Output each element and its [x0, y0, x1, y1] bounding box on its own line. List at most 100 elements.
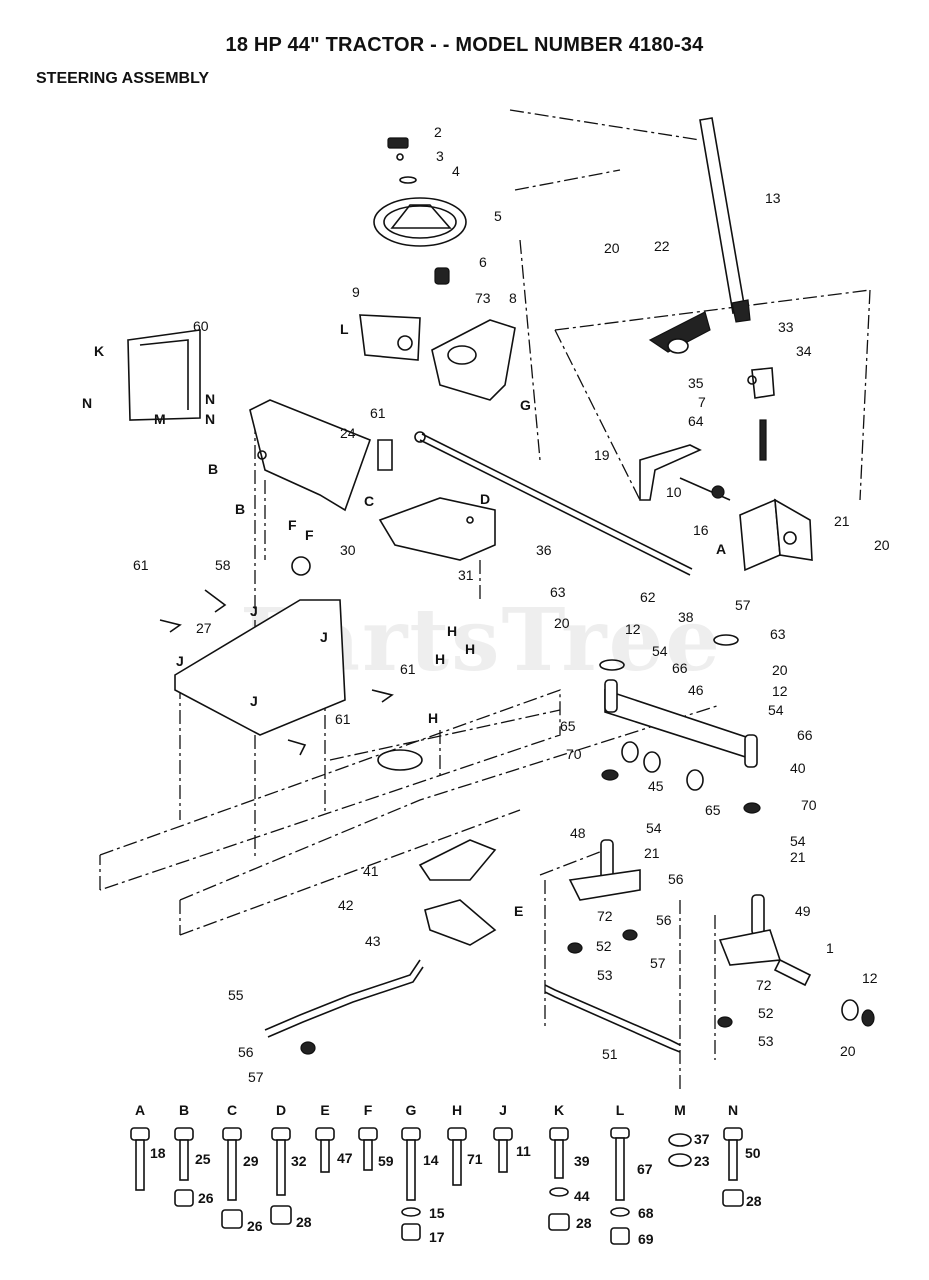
callout-63a: 63: [550, 584, 566, 600]
callout-46: 46: [688, 682, 704, 698]
callout-54b: 54: [768, 702, 784, 718]
letter-j-3: J: [176, 653, 184, 669]
callout-41: 41: [363, 863, 379, 879]
letter-l: L: [340, 321, 349, 337]
hw-d-part-1: 32: [291, 1153, 307, 1169]
drag-link: [414, 431, 693, 576]
callout-35: 35: [688, 375, 704, 391]
letter-e: E: [514, 903, 523, 919]
mounting-plate: [378, 497, 496, 561]
callout-5: 5: [494, 208, 502, 224]
hw-letter-b: B: [179, 1102, 189, 1118]
hw-c-part-1: 29: [243, 1153, 259, 1169]
hw-letter-m: M: [674, 1102, 686, 1118]
callout-1: 1: [826, 940, 834, 956]
callout-21a: 21: [834, 513, 850, 529]
hw-k-part-1: 39: [574, 1153, 590, 1169]
bolt-icons: [130, 1127, 744, 1245]
callout-66a: 66: [672, 660, 688, 676]
hw-g-part-3: 17: [429, 1229, 445, 1245]
callout-10: 10: [666, 484, 682, 500]
callout-2: 2: [434, 124, 442, 140]
tie-rod: [544, 984, 681, 1053]
callout-54a: 54: [652, 643, 668, 659]
callout-31: 31: [458, 567, 474, 583]
hw-letter-e: E: [320, 1102, 329, 1118]
callout-36: 36: [536, 542, 552, 558]
hw-n-part-2: 28: [746, 1193, 762, 1209]
foot-plate: [174, 556, 346, 736]
hw-letter-g: G: [406, 1102, 417, 1118]
callout-70a: 70: [566, 746, 582, 762]
pinion-bracket: [747, 367, 775, 461]
callout-3: 3: [436, 148, 444, 164]
callout-54c: 54: [646, 820, 662, 836]
letter-h-2: H: [465, 641, 475, 657]
hw-g-part-1: 14: [423, 1152, 439, 1168]
letter-n-right-2: N: [205, 411, 215, 427]
callout-21b: 21: [644, 845, 660, 861]
letter-n-left: N: [82, 395, 92, 411]
hw-l-part-2: 68: [638, 1205, 654, 1221]
callout-65a: 65: [560, 718, 576, 734]
callout-56c: 56: [238, 1044, 254, 1060]
callout-9: 9: [352, 284, 360, 300]
callout-52a: 52: [596, 938, 612, 954]
letter-f-2: F: [305, 527, 314, 543]
letter-b-1: B: [208, 461, 218, 477]
callout-20d: 20: [772, 662, 788, 678]
callout-57b: 57: [650, 955, 666, 971]
hw-f-part-1: 59: [378, 1153, 394, 1169]
hw-g-part-2: 15: [429, 1205, 445, 1221]
callout-61b: 61: [133, 557, 149, 573]
callout-43: 43: [365, 933, 381, 949]
letter-g: G: [520, 397, 531, 413]
callout-66b: 66: [797, 727, 813, 743]
callout-56b: 56: [656, 912, 672, 928]
hw-k-part-2: 44: [574, 1188, 590, 1204]
section-title: STEERING ASSEMBLY: [36, 70, 210, 87]
letter-a: A: [716, 541, 726, 557]
callout-62: 62: [640, 589, 656, 605]
hw-l-part-1: 67: [637, 1161, 653, 1177]
hw-d-part-2: 28: [296, 1214, 312, 1230]
callout-72a: 72: [597, 908, 613, 924]
hw-letter-c: C: [227, 1102, 237, 1118]
letter-h-1: H: [447, 623, 457, 639]
callout-38: 38: [678, 609, 694, 625]
hw-b-part-1: 25: [195, 1151, 211, 1167]
left-spindle: [568, 839, 641, 901]
callout-57c: 57: [248, 1069, 264, 1085]
callout-65b: 65: [705, 802, 721, 818]
callout-20b: 20: [874, 537, 890, 553]
letter-d: D: [480, 491, 490, 507]
callout-12b: 12: [772, 683, 788, 699]
callout-55: 55: [228, 987, 244, 1003]
hw-letter-d: D: [276, 1102, 286, 1118]
callout-48: 48: [570, 825, 586, 841]
right-spindle: [718, 894, 812, 987]
callout-34: 34: [796, 343, 812, 359]
hw-c-part-2: 26: [247, 1218, 263, 1234]
callout-16: 16: [693, 522, 709, 538]
callout-27: 27: [196, 620, 212, 636]
callout-12a: 12: [625, 621, 641, 637]
callout-22: 22: [654, 238, 670, 254]
steering-wheel: [373, 137, 467, 285]
callout-19: 19: [594, 447, 610, 463]
letter-h-4: H: [428, 710, 438, 726]
steering-column-shaft: [699, 117, 751, 323]
hw-letter-l: L: [616, 1102, 625, 1118]
hardware-legend: A B C D E F G H J K L M N: [130, 1102, 762, 1247]
sector-gear: [648, 311, 711, 354]
washers-nuts: [300, 634, 875, 1055]
callout-73: 73: [475, 290, 491, 306]
callout-12c: 12: [862, 970, 878, 986]
callout-6: 6: [479, 254, 487, 270]
steering-arm: [639, 444, 731, 501]
callout-53a: 53: [597, 967, 613, 983]
letter-f-1: F: [288, 517, 297, 533]
callout-20e: 20: [840, 1043, 856, 1059]
letter-j-2: J: [320, 629, 328, 645]
